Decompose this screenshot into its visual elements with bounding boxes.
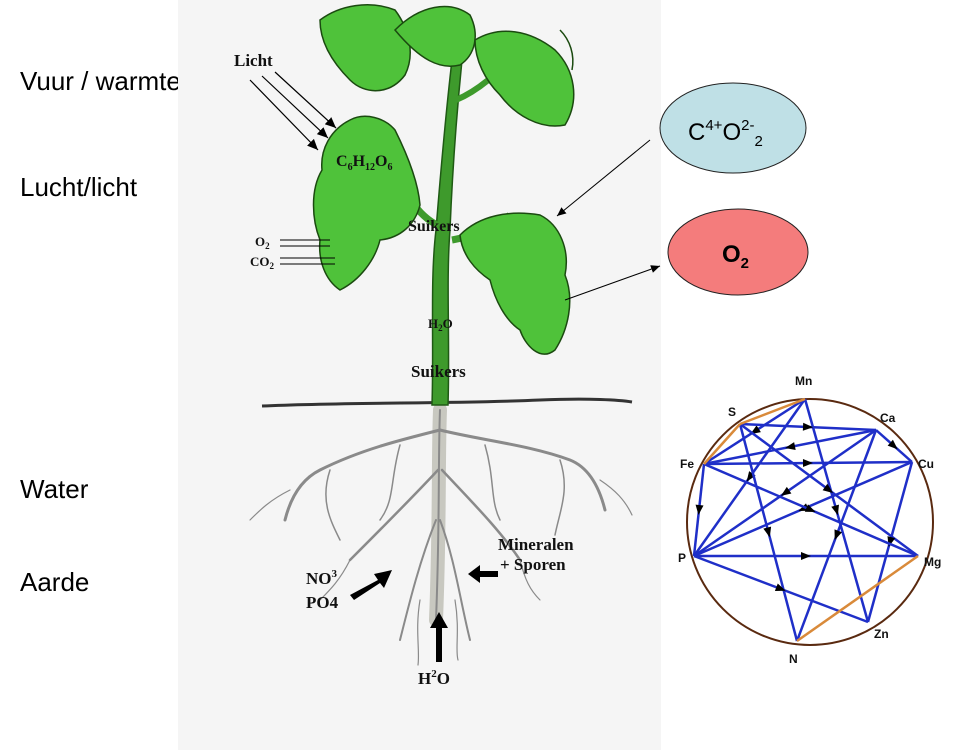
wheel-arrow-P-Mg <box>801 552 811 560</box>
wheel-arrow-S-Mg <box>822 483 834 493</box>
arrow-no3 <box>350 570 392 600</box>
sugars-lower-label: Suikers <box>411 362 466 381</box>
arrow-minerals <box>468 565 498 583</box>
no3-label: NO3 <box>306 568 338 588</box>
wheel-label-p: P <box>678 551 686 565</box>
arrow-h2o <box>430 612 448 662</box>
wheel-arrow-Ca-Cu <box>887 439 898 450</box>
o2-label: O2 <box>255 234 270 251</box>
sugars-upper-label: Suikers <box>408 218 460 235</box>
roots <box>249 403 633 666</box>
minerals-label: Mineralen <box>498 535 574 554</box>
gas-exchange-lines <box>280 239 335 265</box>
stem-water-label: H2O <box>428 316 453 333</box>
light-label: Licht <box>234 51 273 70</box>
o2-bubble-formula: O2 <box>722 241 749 272</box>
wheel-arrow-Mn-Fe <box>750 425 761 435</box>
wheel-arrow-S-Ca <box>802 422 813 431</box>
wheel-label-mg: Mg <box>924 555 941 569</box>
wheel-label-s: S <box>728 405 736 419</box>
wheel-accent-Fe-S <box>703 423 741 465</box>
image-panel <box>178 0 661 750</box>
o2-bubble: O2 <box>667 208 809 296</box>
label-earth: Aarde <box>20 567 90 597</box>
soil-line <box>261 397 633 408</box>
wheel-arrow-Fe-Cu <box>802 459 813 468</box>
wheel-arrow-Ca-P <box>780 486 792 496</box>
co2-bubble: C4+O2-2 <box>659 82 807 174</box>
wheel-arrow-Mn-Zn <box>831 504 839 516</box>
label-water: Water <box>20 474 89 504</box>
glucose-formula: C6H12O6 <box>336 153 392 173</box>
h2o-label: H2O <box>418 668 450 688</box>
wheel-arrow-P-Zn <box>774 583 786 591</box>
wheel-label-fe: Fe <box>680 457 694 471</box>
wheel-arrow-Mn-P <box>746 471 756 482</box>
arrow-o2-bubble <box>564 265 661 301</box>
wheel-accent-S-Mn <box>739 397 806 426</box>
leaves <box>312 4 575 355</box>
wheel-arrow-Fe-P <box>695 504 704 515</box>
wheel-label-ca: Ca <box>880 411 896 425</box>
wheel-label-zn: Zn <box>874 627 889 641</box>
traces-label: + Sporen <box>500 555 566 574</box>
nutrient-arrows <box>350 565 498 662</box>
co2-label: CO2 <box>250 254 275 271</box>
wheel-arrow-Ca-N <box>834 529 842 541</box>
light-arrows <box>249 71 337 151</box>
arrow-co2-bubble <box>556 139 651 217</box>
wheel-circle <box>686 398 934 646</box>
wheel-label-cu: Cu <box>918 457 934 471</box>
wheel-accent-N-Mg <box>796 554 919 643</box>
wheel-arrow-Fe-Mg <box>804 504 816 512</box>
po4-label: PO4 <box>306 593 339 612</box>
co2-bubble-formula: C4+O2-2 <box>688 117 763 150</box>
wheel-label-mn: Mn <box>795 374 812 388</box>
label-fire-heat: Vuur / warmte <box>20 66 181 96</box>
wheel-arrow-Ca-Fe <box>785 442 796 450</box>
wheel-arrow-S-N <box>763 526 772 538</box>
wheel-label-n: N <box>789 652 798 666</box>
label-air-light: Lucht/licht <box>20 172 138 202</box>
